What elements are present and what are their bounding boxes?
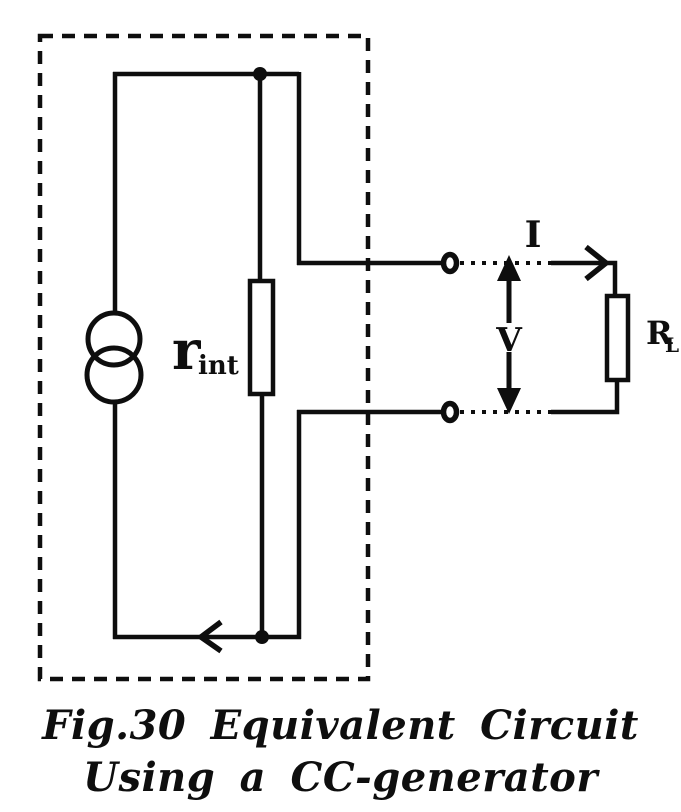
internal-resistance-label: r xyxy=(172,318,201,382)
junction-dot-top xyxy=(253,67,267,81)
current-direction-arrow-icon xyxy=(196,619,223,654)
current-source-icon xyxy=(84,310,144,405)
caption-line-1: Fig.30 Equivalent Circuit xyxy=(42,702,639,749)
current-arrow-icon xyxy=(584,244,611,282)
load-resistor xyxy=(604,293,631,383)
current-label: I xyxy=(525,214,542,256)
internal-resistor xyxy=(247,278,276,397)
internal-resistance-subscript: int xyxy=(198,351,239,381)
wire-load-top xyxy=(551,260,618,298)
dashed-enclosure xyxy=(37,33,371,682)
terminal-bottom xyxy=(440,400,460,424)
current-source-circle-top xyxy=(85,310,143,368)
voltage-label: V xyxy=(495,320,523,359)
junction-dot-bottom xyxy=(255,630,269,644)
load-resistance-subscript: L xyxy=(665,333,679,357)
terminal-top xyxy=(440,251,460,275)
current-source-circle-bottom xyxy=(84,345,144,405)
caption-line-2: Using a CC-generator xyxy=(83,754,598,801)
voltage-arrowhead-down-icon xyxy=(497,388,521,414)
voltage-arrowhead-up-icon xyxy=(497,255,521,281)
figure-caption: Fig.30 Equivalent Circuit Using a CC-gen… xyxy=(0,700,681,804)
wire-load-bottom xyxy=(551,378,620,415)
circuit-diagram: I V r int R L xyxy=(37,33,679,682)
load-resistance-label: R xyxy=(646,314,673,352)
voltage-arrow xyxy=(497,255,521,414)
